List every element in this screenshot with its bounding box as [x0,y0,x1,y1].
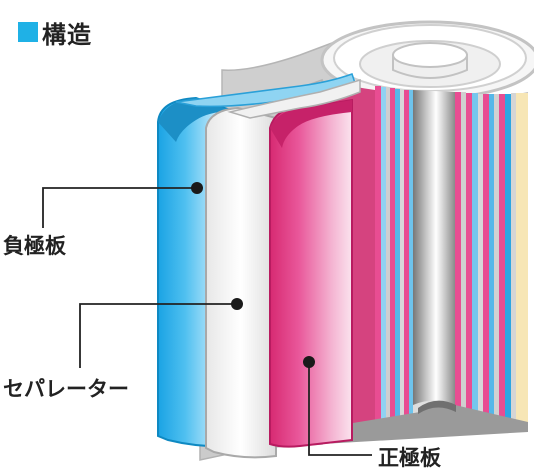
positive-plate [269,98,353,448]
layer-stripe [511,93,516,422]
center-post-top [392,42,468,68]
positive-marker-dot [303,356,315,368]
layer-stripe [483,94,489,422]
separator-marker-dot [231,298,243,310]
layer-stripe [494,94,499,422]
layer-stripe [478,94,483,422]
layer-stripe [386,88,390,422]
layer-stripe [409,90,413,422]
layer-stripe [461,92,466,422]
layer-stripe [455,92,461,422]
negative-plate-label: 負極板 [3,234,66,258]
separator-label: セパレーター [3,377,129,401]
layer-stripe [390,88,395,422]
negative-plate-curl [158,98,236,142]
bottom-cross-section [322,403,528,444]
layer-stripe [400,89,404,422]
separator-leader-line [79,303,237,368]
top-curl-white [227,78,361,119]
layer-stripe [375,86,381,422]
layer-stripe [505,94,511,422]
diagram-title: 構造 [18,18,92,49]
top-curl-blue [175,73,357,108]
layer-stripe [404,90,409,422]
core-bottom-shadow [418,400,456,414]
layer-stripe [381,87,386,422]
layer-stripe [499,94,505,422]
layer-stripe [489,94,494,422]
negative-leader-line [42,187,197,228]
can-wall [516,93,528,422]
positive-plate-curl [270,100,352,148]
central-core [413,90,455,405]
layer-stripe [395,89,400,422]
separator-sheet [205,106,277,459]
negative-marker-dot [191,182,203,194]
title-square-icon [18,22,38,42]
layer-stripe [472,93,478,422]
layer-stripe [466,93,472,422]
positive-plate-label: 正極板 [378,446,441,470]
positive-leader-line [308,362,372,456]
title-text: 構造 [42,20,92,49]
